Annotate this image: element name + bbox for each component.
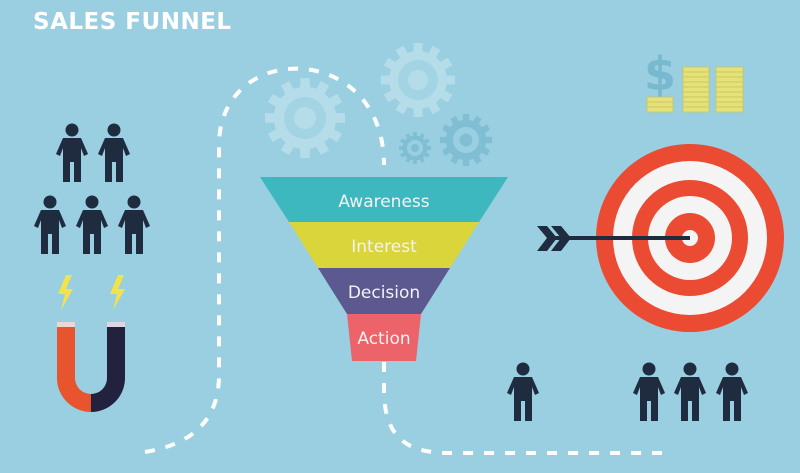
- gear-icon: [265, 78, 345, 158]
- person-icon: [76, 195, 108, 254]
- person-icon: [674, 362, 706, 421]
- person-icon: [56, 123, 88, 182]
- person-icon: [633, 362, 665, 421]
- gear-icon: [399, 132, 431, 164]
- person-icon: [98, 123, 130, 182]
- person-icon: [507, 362, 539, 421]
- people-group-left: [34, 123, 150, 254]
- funnel-stage-action: [347, 314, 421, 361]
- funnel-label-awareness: Awareness: [338, 192, 429, 212]
- people-group-right: [507, 362, 748, 421]
- funnel-label-decision: Decision: [348, 283, 420, 303]
- dollar-icon: $: [644, 47, 676, 101]
- dashed-path: [144, 66, 665, 455]
- funnel-label-action: Action: [357, 329, 410, 349]
- magnet-icon: [57, 322, 125, 412]
- funnel-stage-interest: [289, 222, 479, 268]
- arrow-icon: [537, 226, 690, 251]
- gear-icon: [381, 43, 455, 117]
- funnel: Awareness Interest Decision Action: [260, 177, 508, 361]
- page-title: SALES FUNNEL: [33, 9, 232, 35]
- dollar-coins-icon: $: [644, 47, 744, 113]
- funnel-stage-decision: [318, 268, 450, 314]
- person-icon: [716, 362, 748, 421]
- person-icon: [34, 195, 66, 254]
- person-icon: [118, 195, 150, 254]
- funnel-label-interest: Interest: [351, 237, 417, 257]
- gear-icon: [440, 114, 492, 166]
- funnel-stage-awareness: [260, 177, 508, 222]
- lightning-icon: [58, 275, 125, 310]
